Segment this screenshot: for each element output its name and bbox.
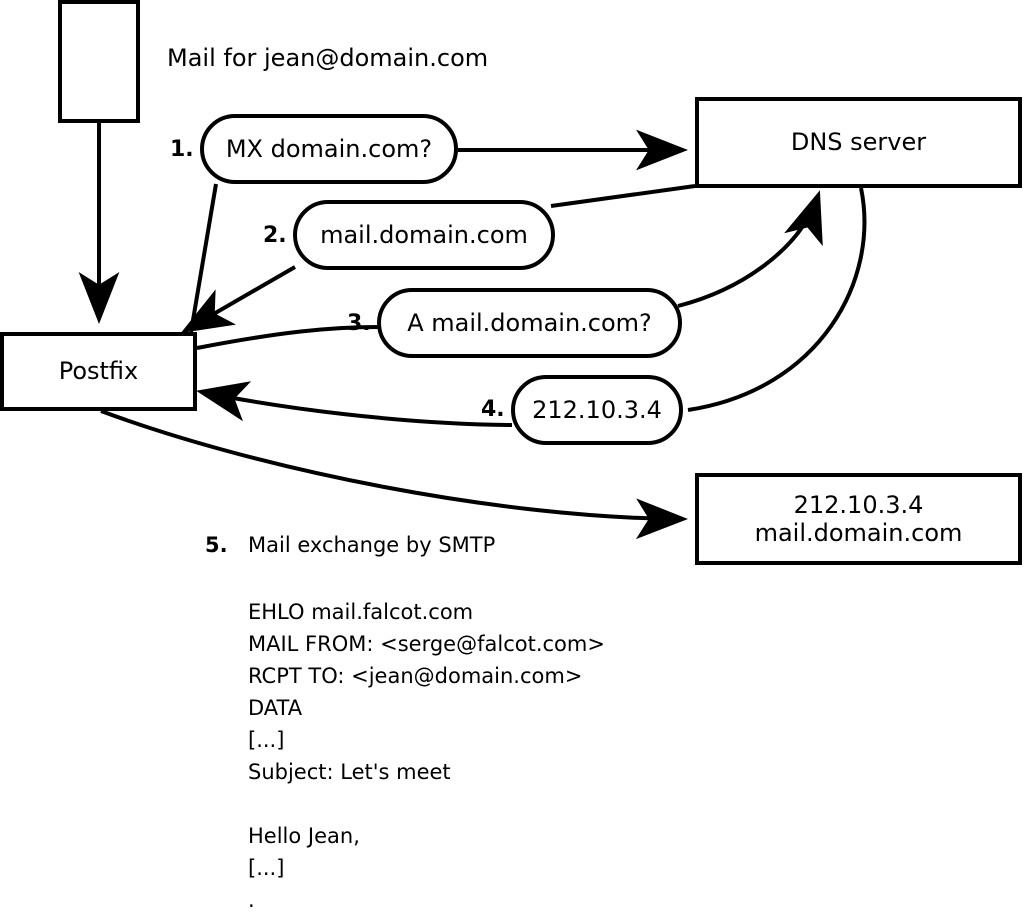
step-number-3: 3.: [347, 311, 371, 336]
smtp-transcript-line: EHLO mail.falcot.com: [248, 600, 474, 624]
sender-box[interactable]: [58, 0, 140, 123]
edge-step1-tail: [189, 183, 218, 333]
mail-server-ip: 212.10.3.4: [793, 490, 924, 519]
smtp-transcript-line: RCPT TO: <jean@domain.com>: [248, 664, 583, 688]
page-title: Mail for jean@domain.com: [167, 44, 489, 72]
smtp-transcript-line: [...]: [248, 728, 285, 752]
mail-server-node[interactable]: 212.10.3.4 mail.domain.com: [695, 473, 1022, 565]
edge-dns-to-step2: [550, 184, 696, 208]
step-bubble-2-label: mail.domain.com: [320, 220, 528, 249]
smtp-transcript-line: DATA: [248, 696, 303, 720]
smtp-transcript-line: Subject: Let's meet: [248, 760, 451, 784]
step-bubble-2[interactable]: mail.domain.com: [293, 200, 555, 270]
edge-step3-to-dns: [677, 190, 823, 308]
step-bubble-3[interactable]: A mail.domain.com?: [377, 288, 682, 358]
step-bubble-4[interactable]: 212.10.3.4: [511, 375, 683, 445]
smtp-caption: Mail exchange by SMTP: [248, 533, 496, 557]
edge-step2-to-postfix: [180, 265, 297, 334]
step-number-4: 4.: [481, 397, 505, 422]
postfix-label: Postfix: [58, 357, 139, 386]
smtp-transcript-line: .: [248, 888, 255, 912]
step-bubble-1-label: MX domain.com?: [225, 134, 433, 163]
edge-step4-to-postfix: [196, 381, 513, 427]
postfix-node[interactable]: Postfix: [0, 332, 197, 411]
edge-postfix-to-step3: [196, 325, 380, 350]
step-number-5: 5.: [205, 533, 228, 557]
step-bubble-3-label: A mail.domain.com?: [407, 308, 652, 337]
edge-dns-to-step4: [687, 187, 867, 412]
mail-server-hostname: mail.domain.com: [754, 519, 963, 547]
step-bubble-1[interactable]: MX domain.com?: [200, 114, 458, 184]
step-bubble-4-label: 212.10.3.4: [532, 395, 662, 424]
smtp-transcript-line: [...]: [248, 856, 285, 880]
edge-postfix-to-mailserver: [100, 409, 688, 540]
smtp-transcript-line: [248, 788, 605, 820]
smtp-transcript-line: MAIL FROM: <serge@falcot.com>: [248, 632, 605, 656]
smtp-transcript-line: Hello Jean,: [248, 824, 360, 848]
dns-server-label: DNS server: [790, 128, 927, 157]
step-number-2: 2.: [263, 223, 287, 248]
dns-server-node[interactable]: DNS server: [695, 97, 1022, 188]
step-number-1: 1.: [170, 137, 194, 162]
